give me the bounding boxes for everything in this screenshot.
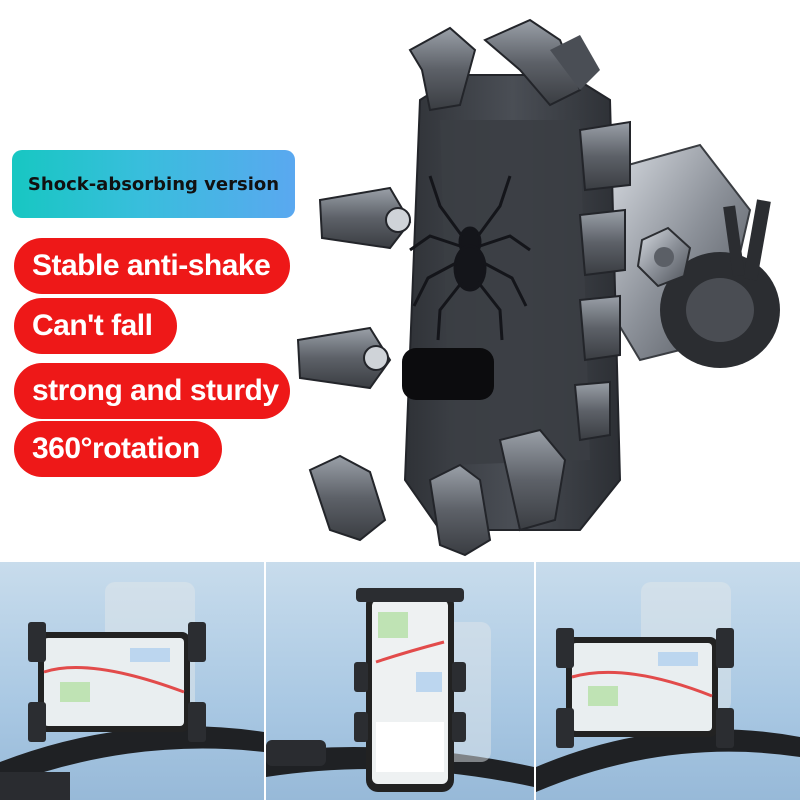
right-ribs bbox=[573, 120, 631, 442]
usage-photo-strip bbox=[0, 562, 800, 800]
phone-holder-product-image bbox=[296, 18, 780, 557]
feature-pill-anti-shake: Stable anti-shake bbox=[14, 238, 290, 294]
bottom-claws bbox=[308, 428, 567, 557]
feature-pill-cant-fall: Can't fall bbox=[14, 298, 177, 354]
landscape-mount-photo bbox=[0, 562, 264, 800]
phone-map-icon bbox=[566, 637, 718, 737]
phone-map-icon bbox=[38, 632, 190, 732]
portrait-mount-photo bbox=[264, 562, 536, 800]
left-arms bbox=[296, 186, 412, 390]
top-claws bbox=[408, 18, 600, 112]
version-label: Shock-absorbing version bbox=[27, 173, 280, 195]
rotation-demo-photo bbox=[536, 562, 800, 800]
handlebar-clamp bbox=[609, 143, 780, 368]
feature-pill-rotation: 360°rotation bbox=[14, 421, 222, 477]
spider-emblem-icon bbox=[409, 175, 531, 341]
holder-body bbox=[402, 74, 622, 531]
version-badge: Shock-absorbing version bbox=[12, 150, 295, 218]
hero-section: Shock-absorbing version Stable anti-shak… bbox=[12, 18, 780, 557]
phone-map-icon bbox=[366, 592, 454, 792]
feature-pill-sturdy: strong and sturdy bbox=[14, 363, 290, 419]
